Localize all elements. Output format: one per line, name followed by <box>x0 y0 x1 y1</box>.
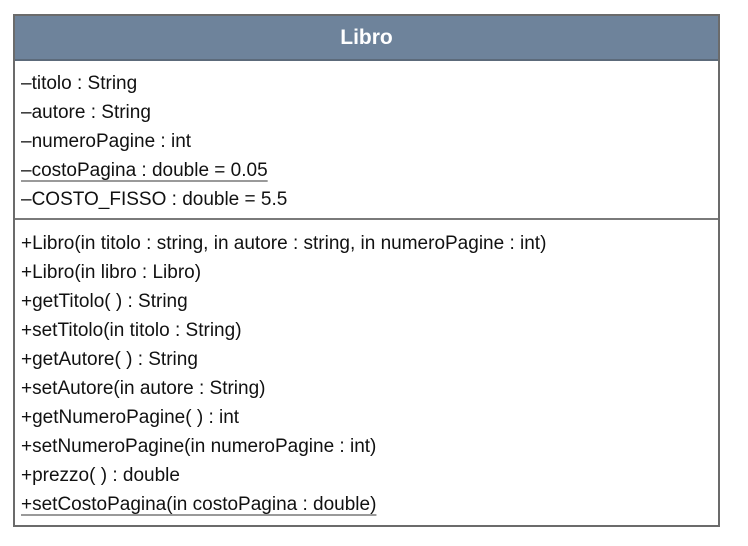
operation-row: +getAutore( ) : String <box>21 349 198 370</box>
static-operation-text: +setCostoPagina(in costoPagina : double) <box>21 494 377 515</box>
attributes-section: –titolo : String –autore : String –numer… <box>15 61 718 220</box>
operation-row: +Libro(in libro : Libro) <box>21 262 202 283</box>
attribute-row: –autore : String <box>21 102 151 123</box>
attribute-row: –titolo : String <box>21 73 138 94</box>
operation-row: +getTitolo( ) : String <box>21 291 188 312</box>
attribute-row: –COSTO_FISSO : double = 5.5 <box>21 189 288 210</box>
operation-row: +Libro(in titolo : string, in autore : s… <box>21 233 547 254</box>
attribute-row: –costoPagina : double = 0.05 <box>21 156 718 185</box>
operation-row: +getNumeroPagine( ) : int <box>21 407 240 428</box>
operation-row: +prezzo( ) : double <box>21 465 180 486</box>
uml-class-box: Libro –titolo : String –autore : String … <box>13 14 720 527</box>
operation-row: +setCostoPagina(in costoPagina : double) <box>21 490 718 519</box>
attribute-row: –numeroPagine : int <box>21 131 192 152</box>
operation-row: +setTitolo(in titolo : String) <box>21 320 242 341</box>
static-attribute-text: –costoPagina : double = 0.05 <box>21 160 268 181</box>
operations-section: +Libro(in titolo : string, in autore : s… <box>15 220 718 519</box>
class-name: Libro <box>340 25 393 49</box>
class-name-header: Libro <box>15 16 718 61</box>
operation-row: +setNumeroPagine(in numeroPagine : int) <box>21 436 377 457</box>
operation-row: +setAutore(in autore : String) <box>21 378 266 399</box>
